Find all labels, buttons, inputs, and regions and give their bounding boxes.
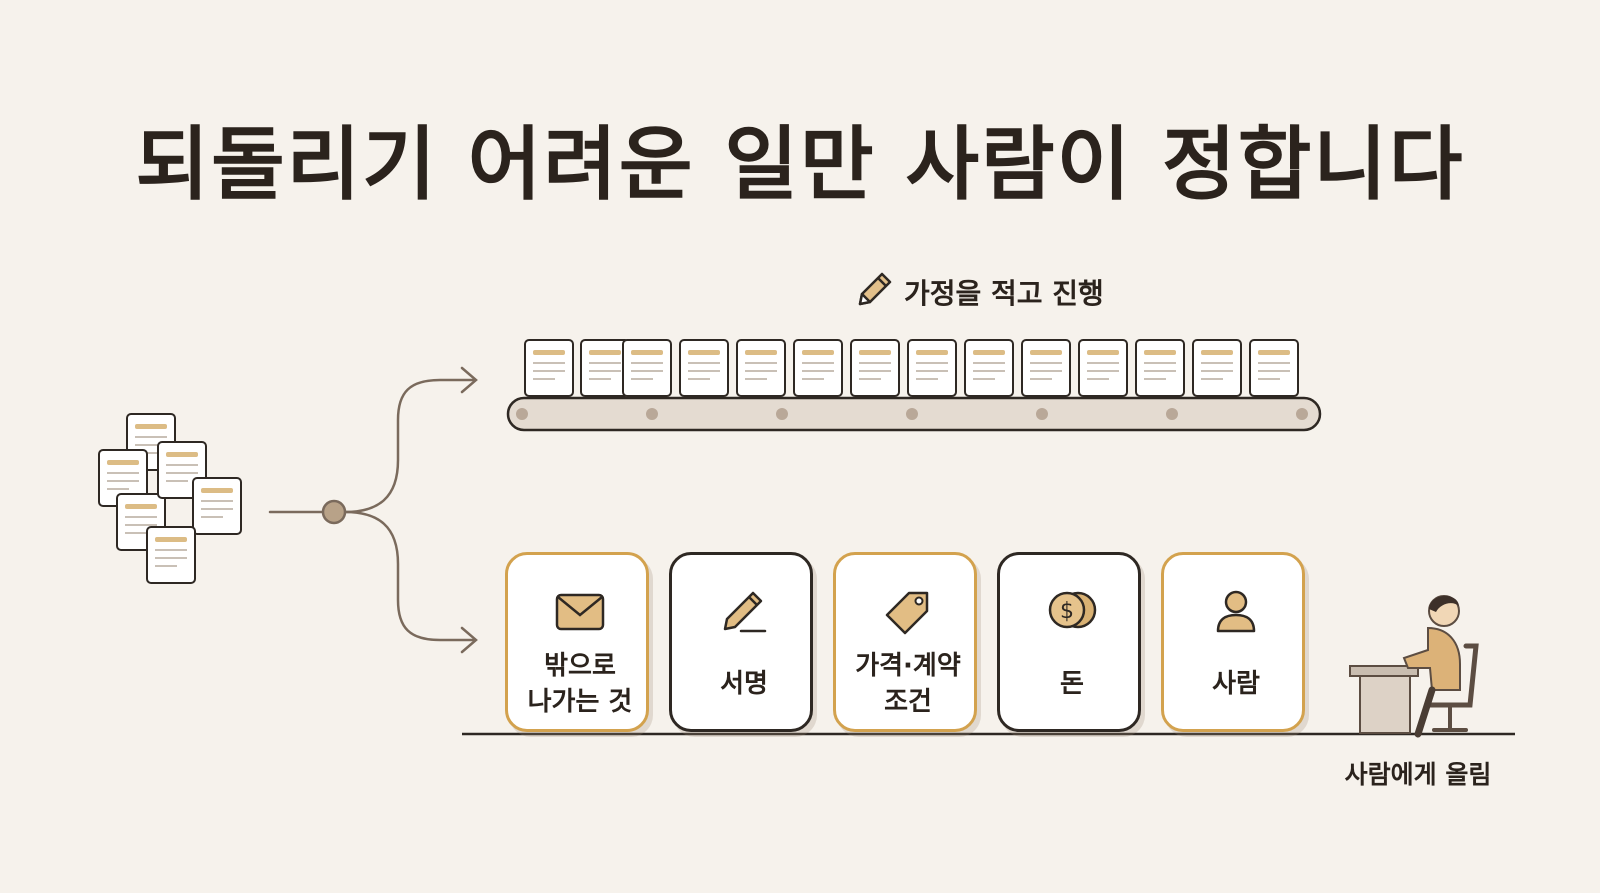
svg-text:$: $ xyxy=(1060,599,1074,624)
card-money: $ 돈 xyxy=(997,552,1141,732)
branch-connector xyxy=(268,366,478,654)
price-tag-icon xyxy=(836,585,980,639)
person-icon xyxy=(1164,585,1308,639)
assumption-label: 가정을 적고 진행 xyxy=(852,270,1104,314)
conveyor-belt xyxy=(506,339,1322,432)
coins-icon: $ xyxy=(1000,585,1144,639)
card-label: 서명 xyxy=(720,669,768,699)
assumption-text: 가정을 적고 진행 xyxy=(904,277,1104,310)
card-label: 돈 xyxy=(1060,669,1084,699)
page-title: 되돌리기 어려운 일만 사람이 정합니다 xyxy=(135,118,1465,211)
card-label: 밖으로 나가는 것 xyxy=(527,651,633,717)
document-stack-icon xyxy=(98,413,242,584)
escalate-label: 사람에게 올림 xyxy=(1344,760,1492,789)
signature-pen-icon xyxy=(672,585,816,639)
branch-node xyxy=(321,499,347,525)
person-at-desk-icon xyxy=(1349,595,1479,738)
card-label: 가격·계약 조건 xyxy=(855,651,961,717)
card-signature: 서명 xyxy=(669,552,813,732)
pencil-icon xyxy=(852,268,894,317)
envelope-icon xyxy=(508,585,652,639)
belt-documents xyxy=(524,339,1299,397)
card-label: 사람 xyxy=(1212,669,1260,699)
card-outgoing: 밖으로 나가는 것 xyxy=(505,552,649,732)
card-price-contract: 가격·계약 조건 xyxy=(833,552,977,732)
card-people: 사람 xyxy=(1161,552,1305,732)
